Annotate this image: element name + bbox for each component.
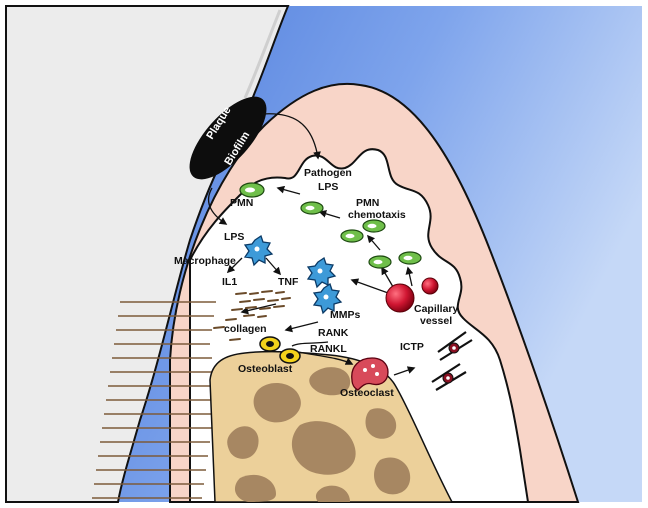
macrophage-label: Macrophage [174,255,236,267]
capillary-vessel-label-line1: Capillary [414,303,459,315]
il1-label: IL1 [222,276,237,288]
rank-label: RANK [318,327,349,339]
capillary-vessel-large [386,284,414,312]
osteoblast-cell [280,349,300,363]
pmn-chemotaxis-label-line2: chemotaxis [348,209,406,221]
collagen-label: collagen [224,323,267,335]
pmn-cell [399,252,421,264]
pathogen-lps-label: LPS [318,181,338,193]
osteoclast-label: Osteoclast [340,387,394,399]
pmn-cell [301,202,323,214]
pmn-cell [369,256,391,268]
pmn-chemotaxis-label-line1: PMN [356,197,379,209]
osteoblast-label: Osteoblast [238,363,293,375]
rankl-label: RANKL [310,343,347,355]
mmps-label: MMPs [330,309,360,321]
pathogen-label: Pathogen [304,167,352,179]
pmn-cell [240,183,264,197]
tnf-label: TNF [278,276,299,288]
pmn-cell [341,230,363,242]
pmn-label: PMN [230,197,253,209]
ictp-label: ICTP [400,341,424,353]
lps-label: LPS [224,231,244,243]
capillary-vessel-small [422,278,438,294]
osteoblast-cell [260,337,280,351]
capillary-vessel-label-line2: vessel [420,315,452,327]
pmn-cell [363,220,385,232]
